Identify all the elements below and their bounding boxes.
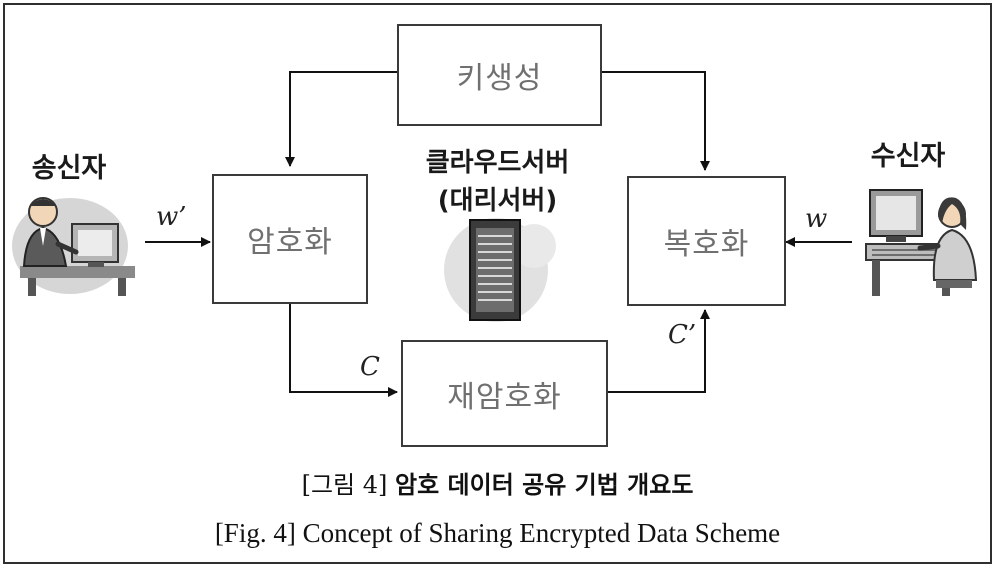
decrypt-box: 복호화 — [627, 176, 786, 306]
server-label-line2: (대리서버) — [437, 186, 558, 216]
variable-w-prime: w’ — [156, 202, 187, 232]
server-label-line1: 클라우드서버 — [425, 148, 570, 178]
arrow-keygen-to-encrypt — [285, 71, 397, 167]
keygen-label: 키생성 — [456, 61, 543, 96]
arrow-encrypt-to-reencrypt — [289, 302, 398, 397]
encrypt-box: 암호화 — [212, 174, 368, 304]
receiver-person-computer-icon — [865, 189, 978, 296]
variable-c-prime: C’ — [668, 320, 697, 350]
figure-caption-korean: [그림 4] 암호 데이터 공유 기법 개요도 — [0, 465, 995, 500]
encrypt-label: 암호화 — [247, 225, 333, 260]
variable-c: C — [360, 352, 380, 382]
variable-w: w — [805, 204, 828, 234]
reencrypt-label: 재암호화 — [447, 379, 562, 415]
receiver-label: 수신자 — [870, 141, 946, 172]
caption-korean-title: 암호 데이터 공유 기법 개요도 — [395, 470, 694, 499]
caption-korean-bracket: [그림 4] — [301, 471, 388, 499]
keygen-box: 키생성 — [397, 24, 602, 126]
arrow-reencrypt-to-decrypt — [606, 309, 710, 393]
decrypt-label: 복호화 — [663, 227, 750, 262]
sender-label: 송신자 — [31, 153, 107, 184]
reencrypt-box: 재암호화 — [401, 340, 608, 447]
sender-person-computer-icon — [12, 197, 135, 296]
figure-caption-english: [Fig. 4] Concept of Sharing Encrypted Da… — [214, 518, 781, 548]
server-tower-icon — [444, 218, 556, 322]
arrow-keygen-to-decrypt — [600, 71, 710, 171]
